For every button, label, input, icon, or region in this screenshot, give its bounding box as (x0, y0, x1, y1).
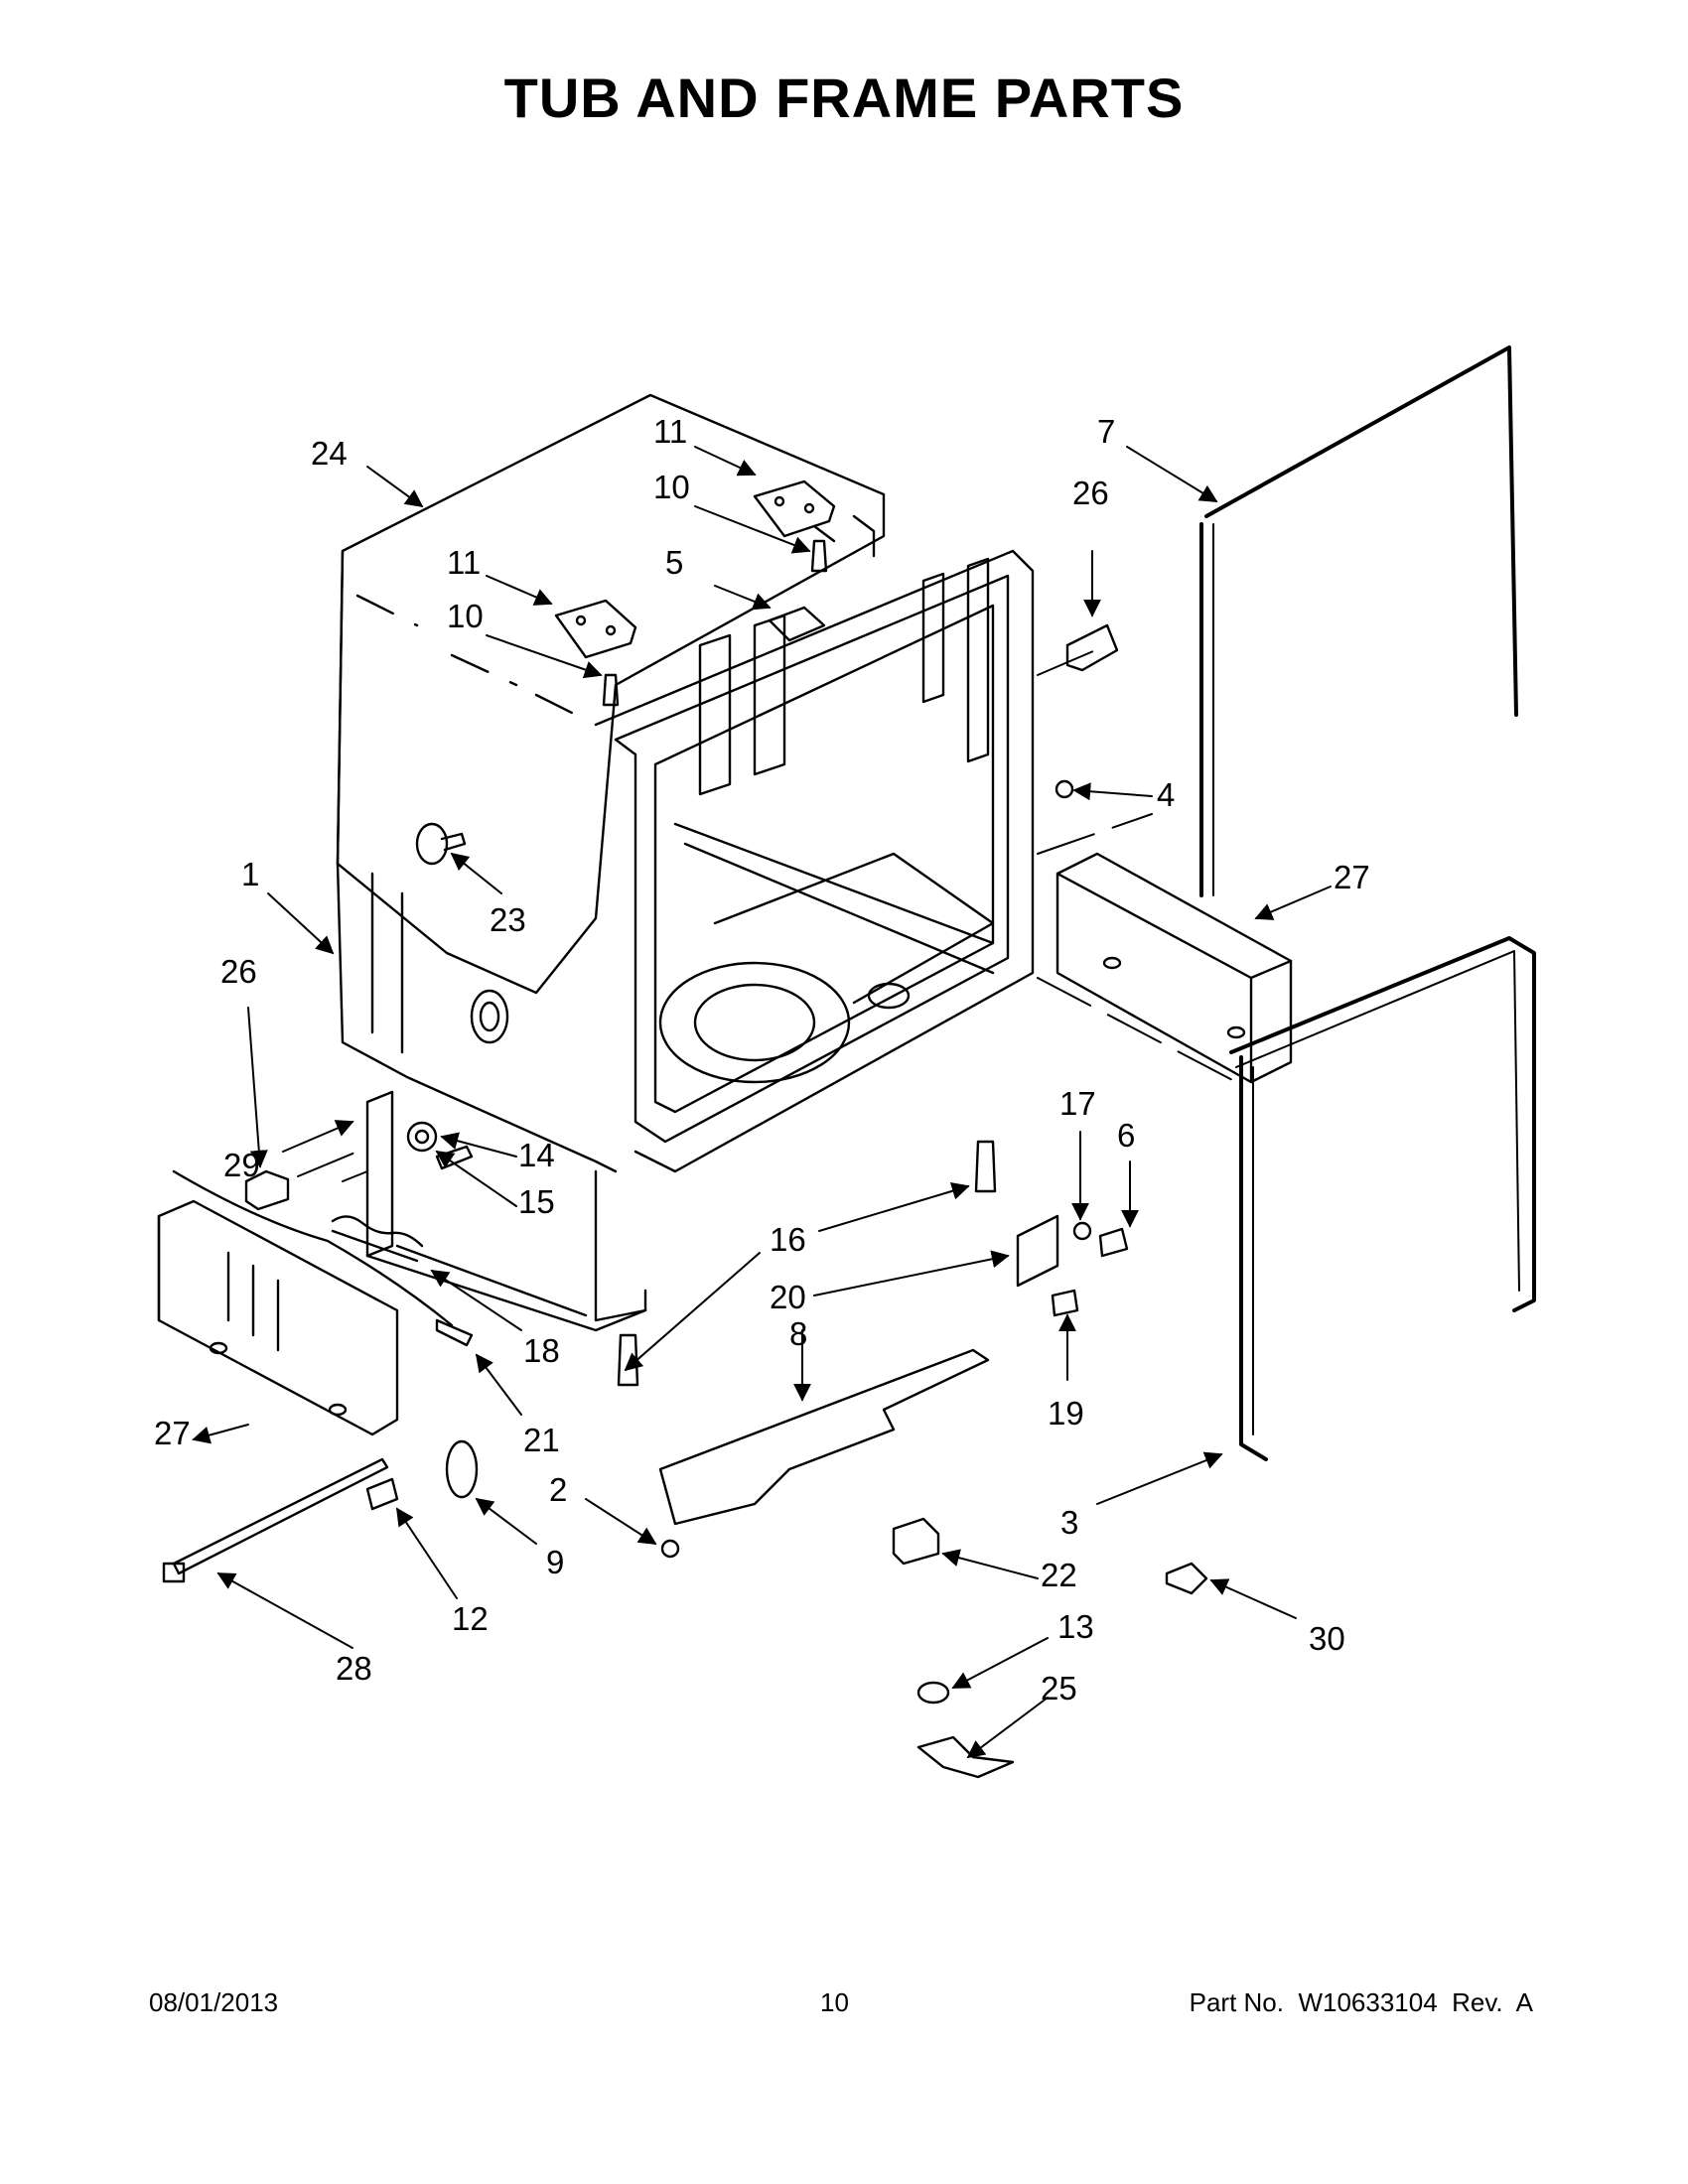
callout-30: 30 (1309, 1620, 1345, 1657)
leader-lines (192, 446, 1332, 1759)
callout-8: 8 (789, 1315, 807, 1352)
cable-clamp (447, 1441, 477, 1497)
toe-plate (660, 1350, 988, 1524)
callout-27: 27 (1334, 859, 1370, 895)
hinge-lower (556, 601, 635, 657)
callout-12: 12 (452, 1600, 489, 1637)
callout-15: 15 (518, 1183, 555, 1220)
footer-part-number: Part No. W10633104 Rev. A (1189, 1987, 1533, 2017)
callout-24: 24 (311, 435, 348, 472)
stud (660, 1539, 680, 1559)
callout-7: 7 (1097, 413, 1115, 450)
tub-assembly (338, 516, 1033, 1171)
insulation-pad-right (1057, 854, 1291, 1082)
tub-gasket (1231, 938, 1534, 1459)
washer (1072, 1221, 1092, 1241)
callout-3: 3 (1060, 1504, 1078, 1541)
callout-10: 10 (653, 469, 690, 505)
side-bracket-left (246, 1171, 288, 1209)
hinge-screw-upper (812, 541, 826, 571)
thermostat (918, 1683, 948, 1703)
callout-11: 11 (653, 413, 687, 450)
frame-screw (1053, 1291, 1077, 1315)
plug (1055, 779, 1074, 799)
callout-25: 25 (1041, 1670, 1077, 1706)
hinge-screw-lower (604, 675, 618, 705)
callout-2: 2 (549, 1471, 567, 1508)
leveling-wheel (406, 1121, 438, 1153)
callout-4: 4 (1157, 776, 1175, 813)
frame-rail-left (367, 1092, 645, 1330)
page-title: TUB AND FRAME PARTS (503, 67, 1185, 129)
leveling-screw (437, 1147, 472, 1168)
strain-relief (1167, 1564, 1206, 1593)
door-cable (174, 1171, 472, 1345)
callout-23: 23 (490, 901, 526, 938)
tub-fastener (417, 824, 465, 864)
callout-20: 20 (770, 1279, 806, 1315)
callout-17: 17 (1059, 1085, 1096, 1122)
callout-26: 26 (1072, 475, 1109, 511)
callout-21: 21 (523, 1422, 560, 1458)
callout-26: 26 (220, 953, 257, 990)
tub-insulation-blanket (338, 395, 884, 1042)
callout-16: 16 (770, 1221, 806, 1258)
callout-10: 10 (447, 598, 484, 634)
door-latch-catch (894, 1519, 938, 1564)
callout-6: 6 (1117, 1117, 1135, 1154)
callout-labels: 24 11 10 5 11 10 7 26 4 1 23 27 26 29 14… (154, 413, 1370, 1706)
callout-22: 22 (1041, 1557, 1077, 1593)
footer-date: 08/01/2013 (149, 1987, 279, 2017)
mounting-screw (367, 1479, 397, 1509)
hinge-upper (755, 481, 834, 536)
callout-27: 27 (154, 1415, 191, 1451)
clip-plate (1018, 1216, 1057, 1286)
callout-13: 13 (1057, 1608, 1094, 1645)
footer-page-number: 10 (820, 1987, 849, 2017)
vent-bracket (770, 608, 824, 640)
leveling-leg-front (619, 1335, 637, 1385)
callout-18: 18 (523, 1332, 560, 1369)
thermostat-bracket (918, 1737, 1013, 1777)
wire-tie (164, 1459, 387, 1581)
callout-14: 14 (518, 1137, 555, 1173)
callout-5: 5 (665, 544, 683, 581)
callout-28: 28 (336, 1650, 372, 1687)
door-gasket-top (1201, 347, 1516, 895)
callout-11: 11 (447, 544, 481, 581)
callout-1: 1 (241, 856, 259, 892)
side-bracket-right (1067, 625, 1117, 670)
door-spring (333, 1216, 422, 1261)
callout-9: 9 (546, 1544, 564, 1580)
bracket-screw (1100, 1229, 1127, 1256)
callout-19: 19 (1048, 1395, 1084, 1432)
insulation-pad-left (159, 1201, 397, 1434)
leveling-leg-rear (976, 1142, 995, 1191)
connector-lines (297, 644, 1237, 1182)
callout-29: 29 (223, 1147, 260, 1183)
